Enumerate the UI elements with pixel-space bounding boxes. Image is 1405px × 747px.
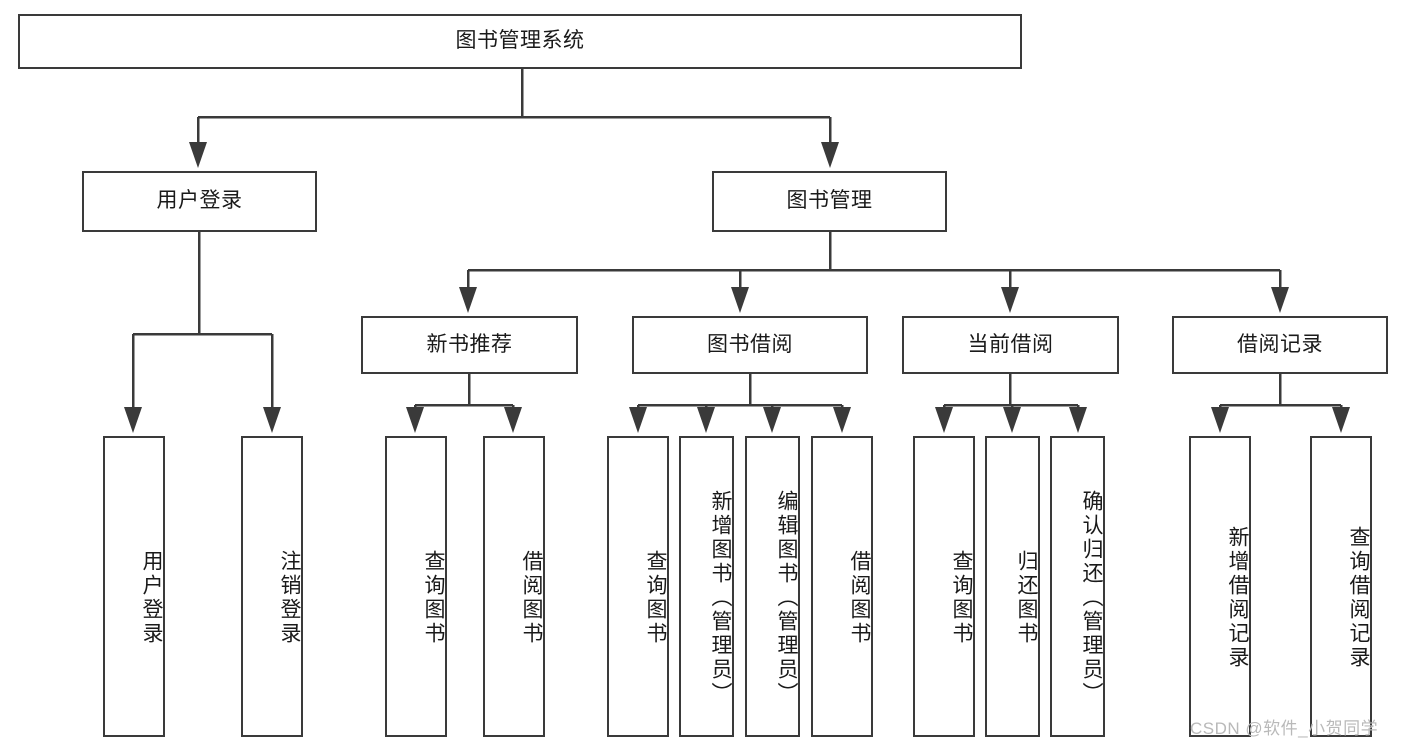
node-user-login[interactable]: 用户登录 bbox=[82, 171, 317, 232]
leaf-label: 注销登录 bbox=[278, 549, 301, 646]
leaf-current-return-book[interactable]: 归还图书 bbox=[985, 436, 1040, 737]
leaf-label: 查询图书 bbox=[422, 549, 445, 646]
node-new-book-recommend[interactable]: 新书推荐 bbox=[361, 316, 578, 374]
leaf-borrow-edit-book-admin[interactable]: 编辑图书（管理员） bbox=[745, 436, 800, 737]
leaf-label: 用户登录 bbox=[140, 549, 163, 646]
leaf-label: 新增图书（管理员） bbox=[709, 489, 732, 706]
leaf-borrow-add-book-admin[interactable]: 新增图书（管理员） bbox=[679, 436, 734, 737]
leaf-label: 查询借阅记录 bbox=[1347, 525, 1370, 670]
node-book-management[interactable]: 图书管理 bbox=[712, 171, 947, 232]
node-root-system[interactable]: 图书管理系统 bbox=[18, 14, 1022, 69]
leaf-record-add[interactable]: 新增借阅记录 bbox=[1189, 436, 1251, 737]
leaf-label: 确认归还（管理员） bbox=[1080, 489, 1103, 706]
leaf-current-confirm-return-admin[interactable]: 确认归还（管理员） bbox=[1050, 436, 1105, 737]
leaf-label: 查询图书 bbox=[950, 549, 973, 646]
node-borrow-record[interactable]: 借阅记录 bbox=[1172, 316, 1388, 374]
leaf-user-login[interactable]: 用户登录 bbox=[103, 436, 165, 737]
leaf-record-query[interactable]: 查询借阅记录 bbox=[1310, 436, 1372, 737]
leaf-label: 借阅图书 bbox=[520, 549, 543, 646]
leaf-label: 借阅图书 bbox=[848, 549, 871, 646]
node-book-borrow[interactable]: 图书借阅 bbox=[632, 316, 868, 374]
leaf-borrow-borrow-book[interactable]: 借阅图书 bbox=[811, 436, 873, 737]
leaf-user-logout[interactable]: 注销登录 bbox=[241, 436, 303, 737]
leaf-label: 查询图书 bbox=[644, 549, 667, 646]
leaf-current-query-book[interactable]: 查询图书 bbox=[913, 436, 975, 737]
leaf-label: 归还图书 bbox=[1015, 549, 1038, 646]
node-current-borrow[interactable]: 当前借阅 bbox=[902, 316, 1119, 374]
leaf-label: 编辑图书（管理员） bbox=[775, 489, 798, 706]
leaf-label: 新增借阅记录 bbox=[1226, 525, 1249, 670]
leaf-borrow-query-book[interactable]: 查询图书 bbox=[607, 436, 669, 737]
leaf-new-borrow-book[interactable]: 借阅图书 bbox=[483, 436, 545, 737]
leaf-new-query-book[interactable]: 查询图书 bbox=[385, 436, 447, 737]
